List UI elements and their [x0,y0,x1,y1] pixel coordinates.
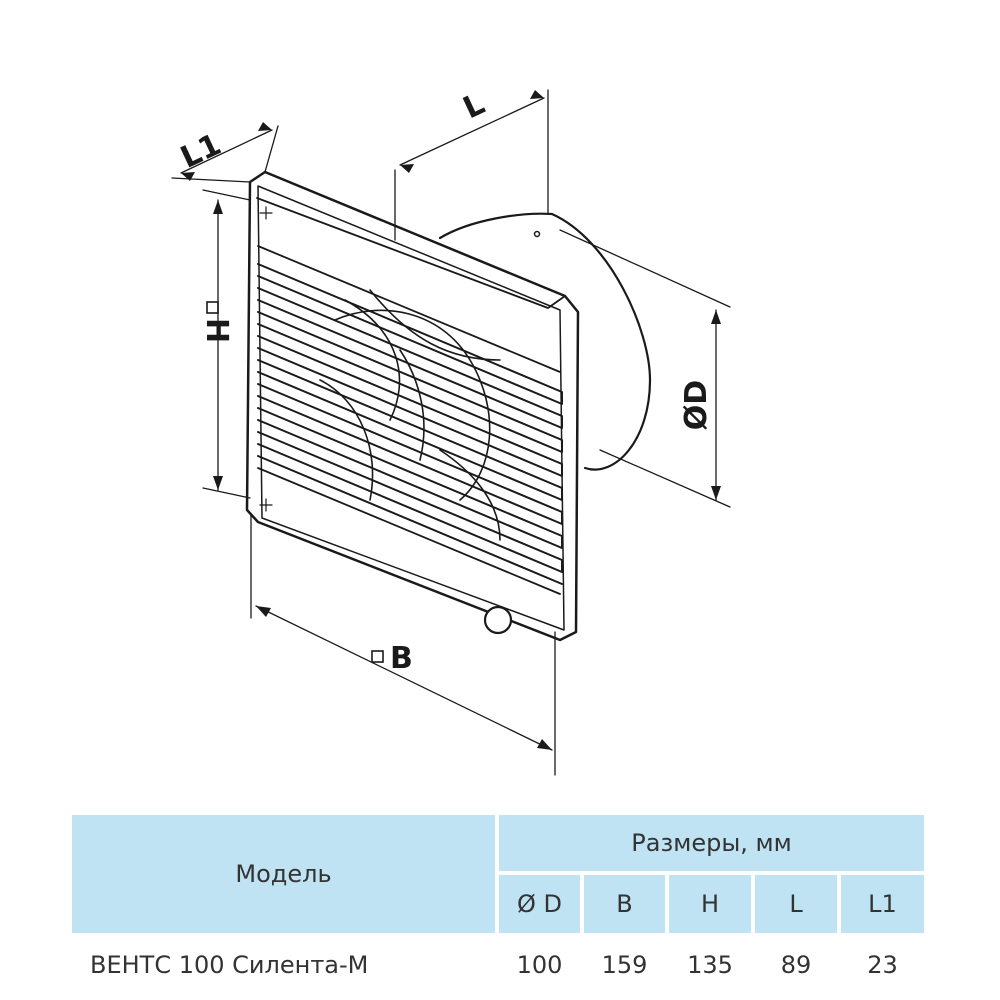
column-header-b: B [584,875,665,933]
dim-label-L1: L1 [175,127,226,176]
dim-B-lines [250,514,556,776]
row-model: ВЕНТС 100 Силента-М [90,951,369,979]
dim-L1-lines [171,125,279,183]
dim-label-B: B [390,641,413,676]
row-value-l: 89 [780,951,812,979]
dim-label-B-group: B [371,641,413,676]
impeller [319,289,501,541]
fan-dimension-drawing: L1 L H ØD B [171,86,731,776]
dim-L-lines [394,89,549,241]
spec-table: Модель Размеры, мм Ø D B H L L1 ВЕНТС 10… [72,815,924,979]
row-value-l1: 23 [867,951,898,979]
row-value-d: 100 [516,951,563,979]
table-header-model: Модель [72,815,495,933]
row-value-b: 159 [601,951,648,979]
row-value-h: 135 [687,951,733,979]
dim-D-lines [559,229,731,508]
dim-label-H-group: H [199,301,234,343]
column-header-l1: L1 [841,875,924,933]
column-header-d: Ø D [499,875,580,933]
dim-label-L: L [458,86,490,126]
dim-label-D: ØD [679,380,714,430]
table-row: ВЕНТС 100 Силента-М 100 159 135 89 23 [72,945,924,985]
column-header-l: L [755,875,837,933]
louvers [257,263,563,585]
knob-icon [483,605,513,635]
column-header-h: H [669,875,751,933]
table-header-sizes: Размеры, мм [499,815,924,871]
fan-housing [245,170,580,642]
dim-label-H: H [199,318,234,343]
dim-H-lines [202,189,251,499]
